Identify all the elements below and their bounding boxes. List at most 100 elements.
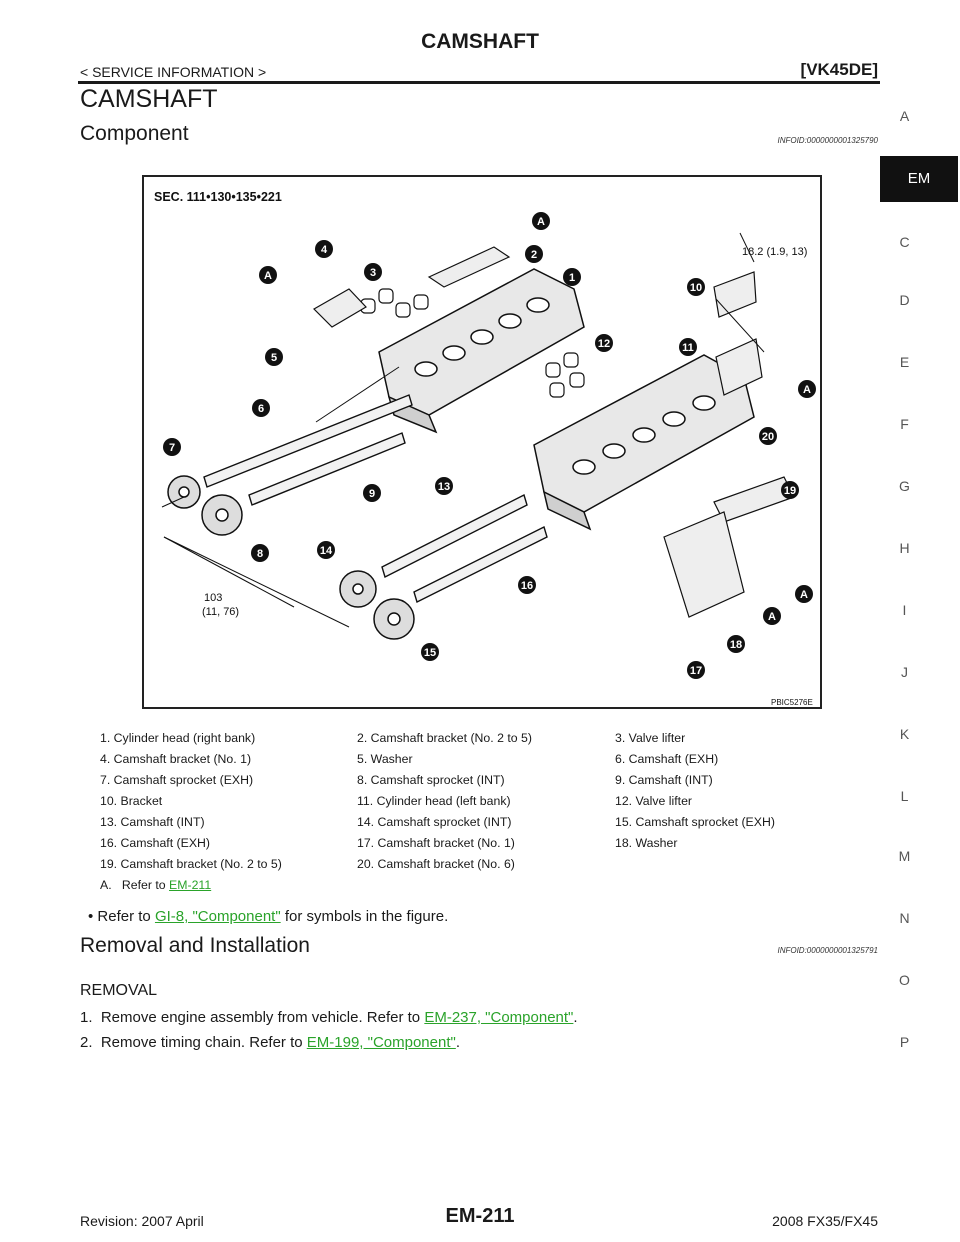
legend-item: 5. Washer xyxy=(357,752,413,766)
ref-a-marker: A xyxy=(763,607,781,625)
legend-item: 6. Camshaft (EXH) xyxy=(615,752,719,766)
em-199-component-link[interactable]: EM-199, "Component" xyxy=(306,1034,456,1051)
side-index-e[interactable]: E xyxy=(899,354,910,370)
step-text: 2. Remove timing chain. Refer to xyxy=(80,1034,307,1051)
callout-11: 11 xyxy=(679,338,697,356)
legend-item: 15. Camshaft sprocket (EXH) xyxy=(615,815,775,829)
callout-1: 1 xyxy=(563,268,581,286)
side-index-j[interactable]: J xyxy=(901,664,908,680)
side-index-em[interactable]: EM xyxy=(880,156,958,202)
svg-text:1: 1 xyxy=(569,272,575,284)
legend-item: 1. Cylinder head (right bank) xyxy=(100,731,256,745)
ref-a-marker: A xyxy=(532,212,550,230)
cylinder-head-right-bank xyxy=(378,268,585,434)
side-index-h[interactable]: H xyxy=(899,540,910,556)
em-237-component-link[interactable]: EM-237, "Component" xyxy=(424,1009,574,1026)
callout-4: 4 xyxy=(315,240,333,258)
camshaft-brackets xyxy=(313,246,795,618)
svg-text:17: 17 xyxy=(690,665,702,677)
legend-row: 16. Camshaft (EXH) 17. Camshaft bracket … xyxy=(100,836,860,857)
torque-label-lower-value: 103 xyxy=(204,592,222,604)
section-heading-removal-installation: Removal and Installation xyxy=(80,934,310,957)
legend-item: 7. Camshaft sprocket (EXH) xyxy=(100,773,254,787)
callout-2: 2 xyxy=(525,245,543,263)
legend-item: 4. Camshaft bracket (No. 1) xyxy=(100,752,252,766)
side-index-g[interactable]: G xyxy=(899,478,910,494)
side-index-d[interactable]: D xyxy=(899,292,910,308)
callout-18: 18 xyxy=(727,635,745,653)
legend-row: 7. Camshaft sprocket (EXH) 8. Camshaft s… xyxy=(100,773,860,794)
legend-item: 9. Camshaft (INT) xyxy=(615,773,713,787)
legend-item: 16. Camshaft (EXH) xyxy=(100,836,211,850)
legend-item: 13. Camshaft (INT) xyxy=(100,815,205,829)
legend-row: 13. Camshaft (INT) 14. Camshaft sprocket… xyxy=(100,815,860,836)
gi-8-component-link[interactable]: GI-8, "Component" xyxy=(154,908,281,925)
step-text: 1. Remove engine assembly from vehicle. … xyxy=(80,1009,425,1026)
symbols-note-suffix: for symbols in the figure. xyxy=(280,908,449,925)
legend-ref-prefix: A. Refer to xyxy=(100,878,170,892)
callout-9: 9 xyxy=(363,484,381,502)
breadcrumb: < SERVICE INFORMATION > xyxy=(80,64,267,80)
legend-row: 4. Camshaft bracket (No. 1) 5. Washer 6.… xyxy=(100,752,860,773)
footer-revision: Revision: 2007 April xyxy=(80,1213,204,1229)
side-index-a[interactable]: A xyxy=(899,108,910,124)
callout-10: 10 xyxy=(687,278,705,296)
side-index-i[interactable]: I xyxy=(902,602,907,618)
figure-code: PBIC5276E xyxy=(771,698,813,707)
step-suffix: . xyxy=(455,1034,460,1051)
svg-text:20: 20 xyxy=(762,431,774,443)
cylinder-head-left-bank xyxy=(533,354,755,531)
callout-17: 17 xyxy=(687,661,705,679)
section-heading-component: Component xyxy=(80,122,189,145)
footer-model: 2008 FX35/FX45 xyxy=(772,1213,878,1229)
legend-item: 14. Camshaft sprocket (INT) xyxy=(357,815,512,829)
side-index-l[interactable]: L xyxy=(900,788,909,804)
ref-a-marker: A xyxy=(795,585,813,603)
side-index-c[interactable]: C xyxy=(899,234,910,250)
ref-a-marker: A xyxy=(798,380,816,398)
svg-text:A: A xyxy=(537,216,545,228)
camshaft-lines xyxy=(203,394,548,603)
svg-text:A: A xyxy=(768,611,776,623)
svg-text:11: 11 xyxy=(682,342,694,354)
callout-12: 12 xyxy=(595,334,613,352)
svg-text:14: 14 xyxy=(320,545,333,557)
legend-item: 18. Washer xyxy=(615,836,678,850)
callout-7: 7 xyxy=(163,438,181,456)
callout-5: 5 xyxy=(265,348,283,366)
legend-row: 1. Cylinder head (right bank) 2. Camshaf… xyxy=(100,731,860,752)
side-index-o[interactable]: O xyxy=(899,972,910,988)
legend-item: 20. Camshaft bracket (No. 6) xyxy=(357,857,515,871)
legend-item: 19. Camshaft bracket (No. 2 to 5) xyxy=(100,857,282,871)
leader-lines xyxy=(161,232,765,628)
legend-ref-item: A. Refer to EM-211 xyxy=(100,878,211,892)
torque-label-upper: 18.2 (1.9, 13) xyxy=(742,246,807,258)
svg-text:16: 16 xyxy=(521,580,533,592)
side-index-m[interactable]: M xyxy=(898,848,911,864)
symbols-note-prefix: • Refer to xyxy=(88,908,155,925)
symbols-note: • Refer to GI-8, "Component" for symbols… xyxy=(88,908,448,925)
side-index-p[interactable]: P xyxy=(899,1034,910,1050)
em-211-link[interactable]: EM-211 xyxy=(169,878,212,892)
model-code: [VK45DE] xyxy=(800,60,878,79)
side-index-f[interactable]: F xyxy=(900,416,909,432)
callout-16: 16 xyxy=(518,576,536,594)
page-title: CAMSHAFT xyxy=(80,85,218,113)
legend-row: 19. Camshaft bracket (No. 2 to 5) 20. Ca… xyxy=(100,857,860,878)
callout-15: 15 xyxy=(421,643,439,661)
legend-item: 3. Valve lifter xyxy=(615,731,686,745)
svg-text:3: 3 xyxy=(370,267,376,279)
valve-lifters xyxy=(360,288,585,398)
callout-14: 14 xyxy=(317,541,335,559)
camshaft-sprockets xyxy=(167,475,415,640)
step-suffix: . xyxy=(573,1009,578,1026)
svg-text:13: 13 xyxy=(438,481,450,493)
legend-item: 11. Cylinder head (left bank) xyxy=(357,794,511,808)
svg-text:4: 4 xyxy=(321,244,328,256)
side-index-k[interactable]: K xyxy=(899,726,910,742)
svg-text:A: A xyxy=(264,270,272,282)
infoid-component: INFOID:0000000001325790 xyxy=(777,136,878,145)
callout-6: 6 xyxy=(252,399,270,417)
header-rule xyxy=(78,81,880,84)
side-index-n[interactable]: N xyxy=(899,910,910,926)
